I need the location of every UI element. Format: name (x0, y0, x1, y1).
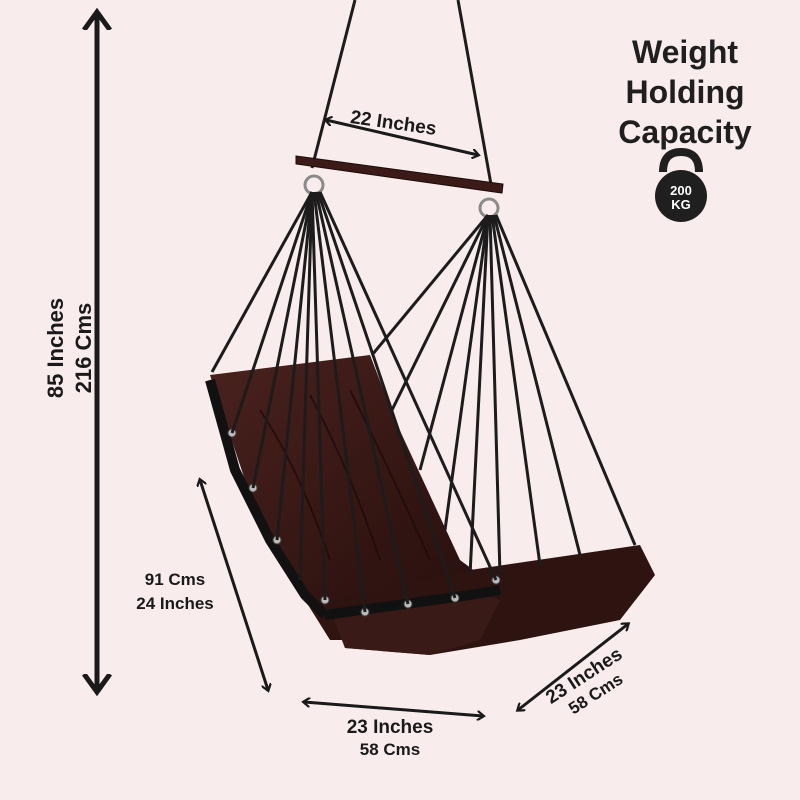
back-length-arrow (200, 480, 268, 690)
back-inches: 24 Inches (136, 594, 214, 613)
left-ring (303, 174, 325, 196)
heading-line-3: Capacity (618, 114, 752, 150)
right-suspension-strings (370, 214, 637, 576)
heading-line-2: Holding (625, 74, 745, 110)
height-label: 85 Inches 216 Cms (42, 248, 98, 448)
left-suspension-strings (210, 191, 498, 613)
seat-depth-arrow (518, 624, 628, 710)
height-inches: 85 Inches (43, 297, 68, 399)
back-length-label: 91 Cms 24 Inches (120, 568, 230, 616)
right-ring (478, 197, 500, 219)
spreader-bar (295, 155, 504, 194)
seat-width-inches: 23 Inches (346, 717, 434, 738)
badge-value: 200 (670, 183, 692, 198)
seat-width-cms: 58 Cms (359, 739, 421, 759)
hanging-ropes (310, 0, 494, 191)
capacity-badge: 200 KG (655, 184, 707, 212)
seat-width-label: 23 Inches 58 Cms (325, 718, 455, 759)
kettlebell-icon (655, 147, 707, 222)
top-width-arrow (326, 120, 478, 155)
capacity-heading: Weight Holding Capacity (600, 32, 770, 152)
back-cms: 91 Cms (144, 570, 206, 589)
badge-unit: KG (671, 197, 691, 212)
heading-line-1: Weight (631, 34, 739, 70)
height-cms: 216 Cms (71, 302, 96, 394)
seat-width-arrow (304, 702, 483, 716)
back-cushion (210, 355, 500, 640)
